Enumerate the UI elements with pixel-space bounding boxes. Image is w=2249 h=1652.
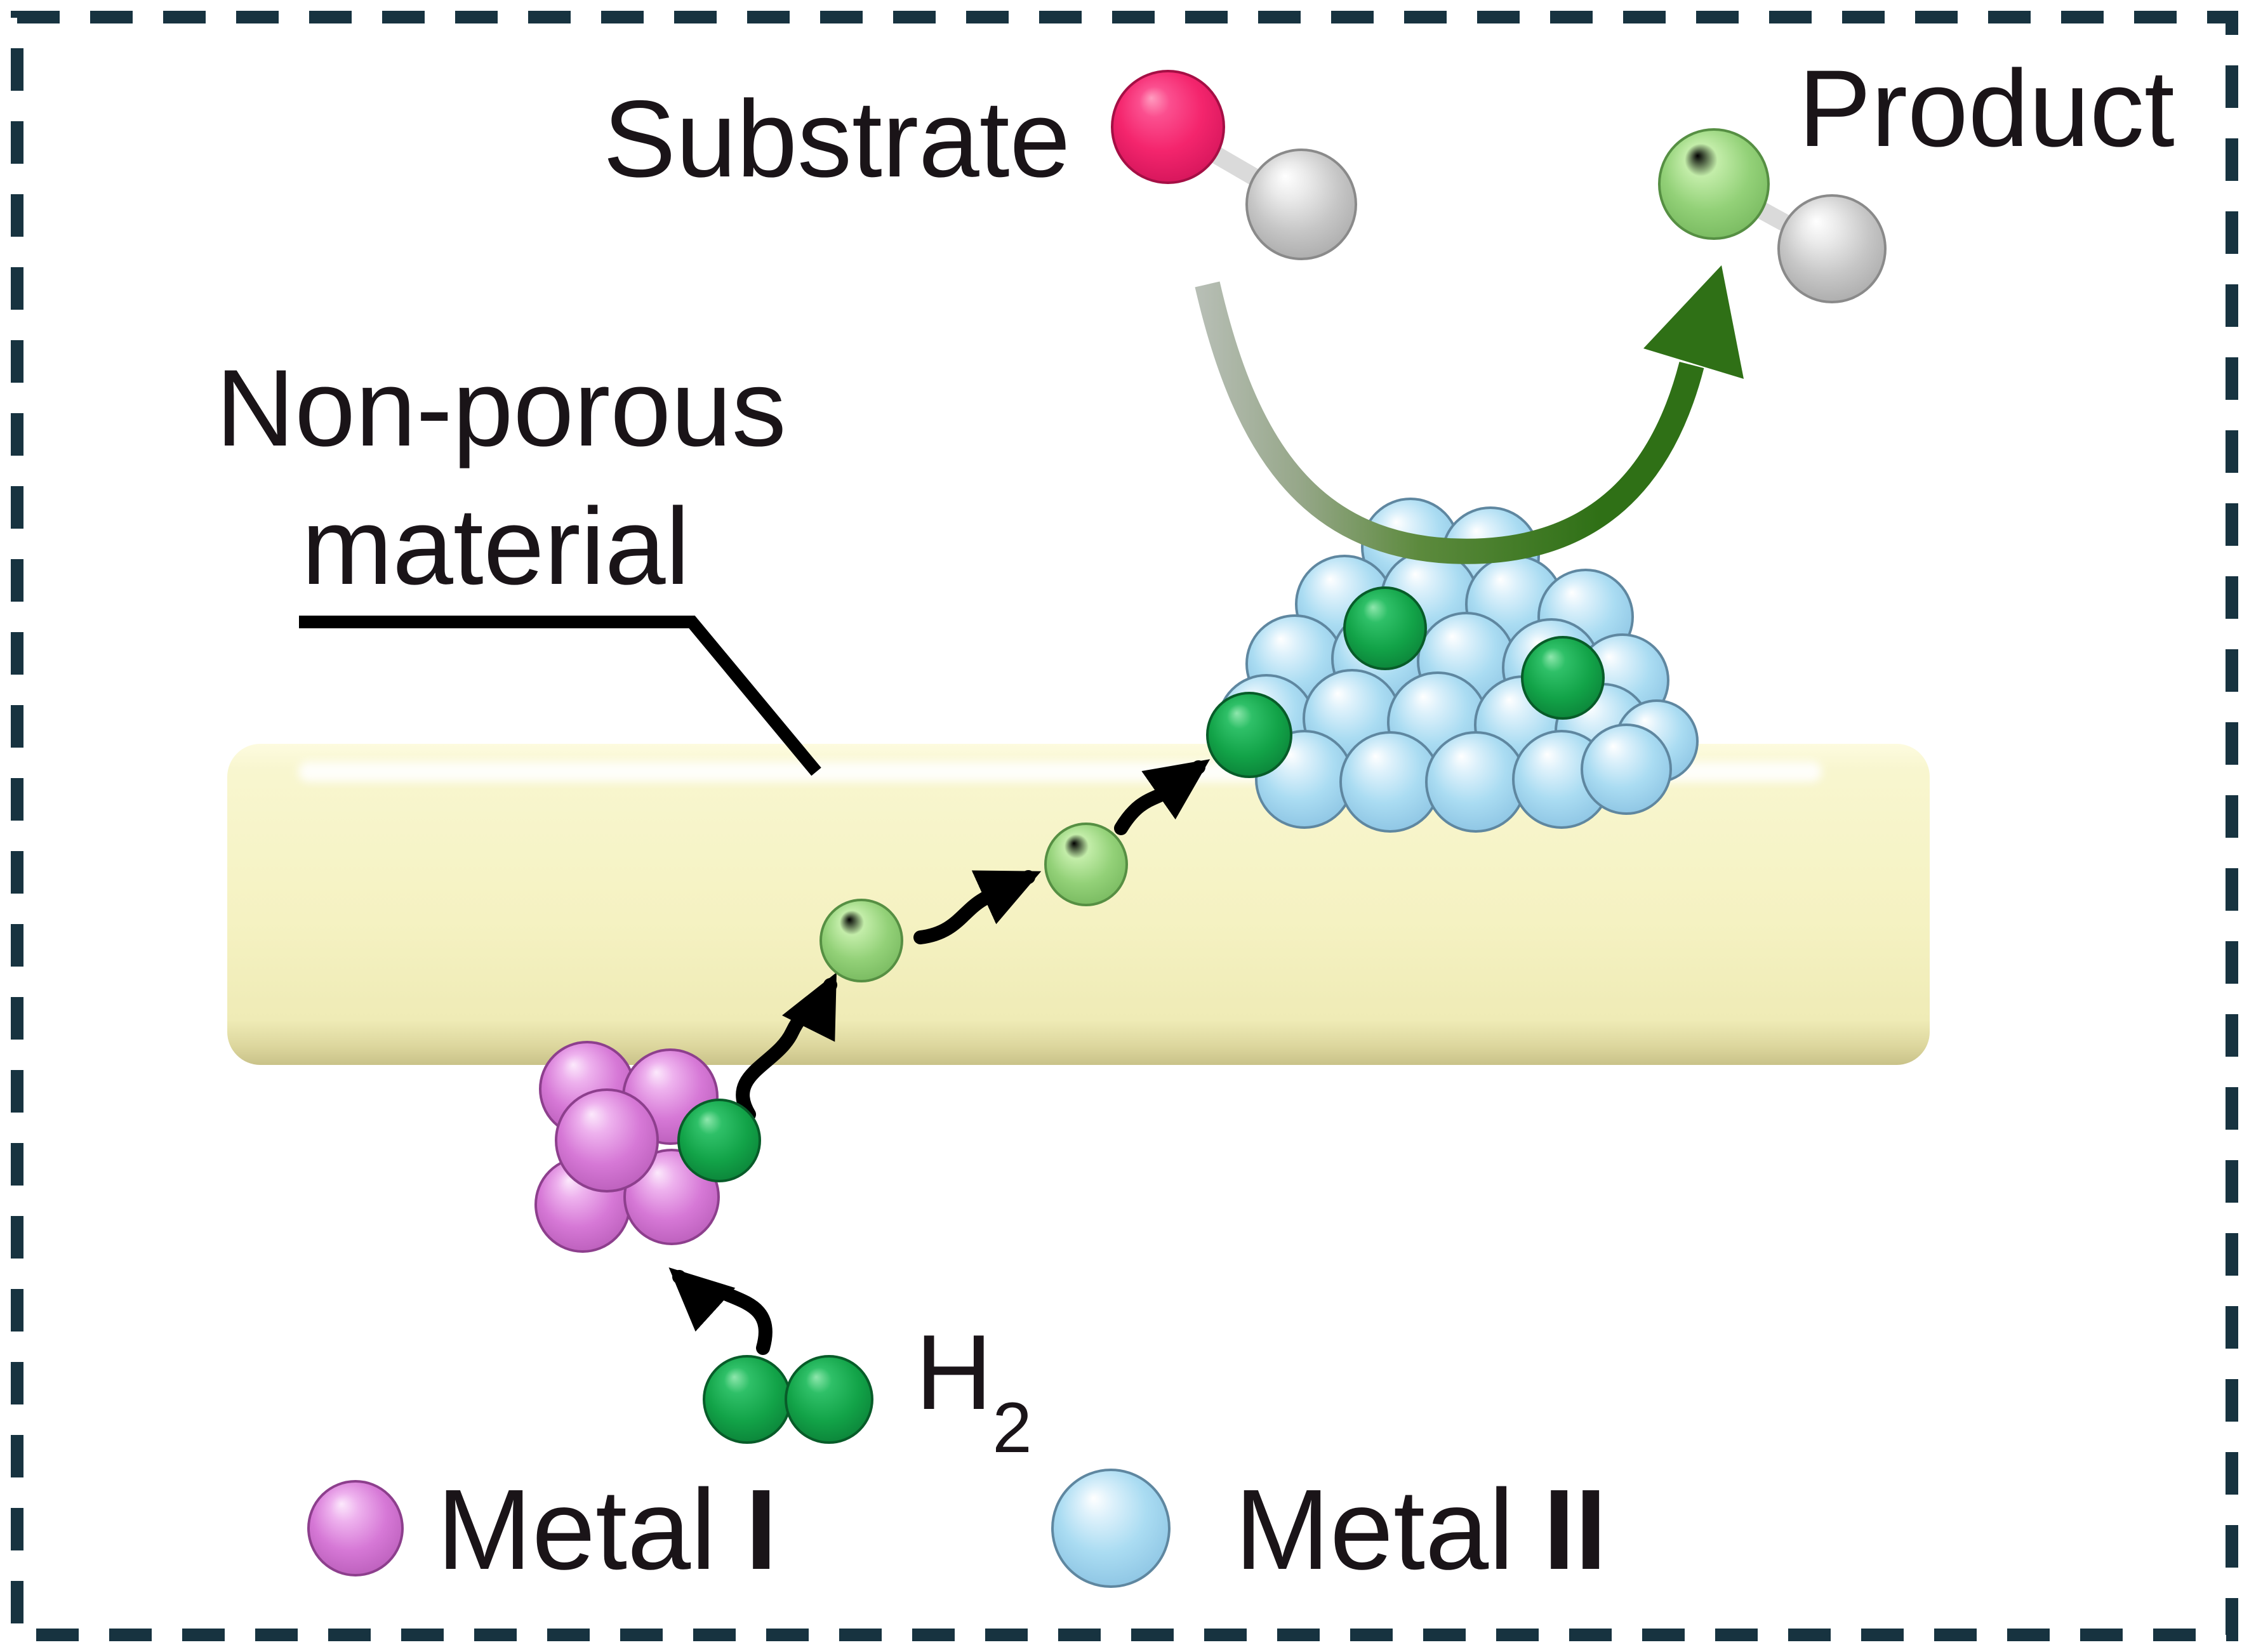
product-head-sphere: [1658, 128, 1770, 240]
support-leader-line: [299, 616, 821, 776]
legend-metal1-name: Metal: [437, 1466, 716, 1594]
hop-arrow: [736, 972, 837, 1121]
hop-arrow: [913, 870, 1042, 944]
dashed-border: [11, 11, 2238, 1641]
substrate-tail-sphere: [1245, 149, 1357, 260]
metal2-sphere: [1581, 724, 1672, 815]
adsorbed-h-sphere: [677, 1099, 761, 1182]
legend-metal2-numeral: II: [1543, 1466, 1607, 1594]
support-label-line2: material: [302, 486, 690, 607]
dissociation-arrow: [668, 1267, 773, 1355]
support-label-line1: Non-porous: [216, 347, 786, 469]
substrate-molecule: [1111, 70, 1357, 260]
h2-sphere: [785, 1355, 873, 1444]
embedded-h-sphere: [1521, 636, 1605, 720]
h2-symbol: H: [915, 1312, 992, 1432]
metal2-sphere: [1339, 731, 1441, 833]
metal1-sphere: [555, 1088, 659, 1193]
spillover-h-sphere: [819, 899, 903, 982]
reaction-arrow: [1195, 265, 1744, 564]
h2-molecule: [703, 1355, 873, 1444]
reaction-arrow-band: [1195, 281, 1704, 564]
legend-metal1-numeral: I: [745, 1466, 777, 1594]
legend-metal1-swatch: [307, 1480, 404, 1576]
substrate-label: Substrate: [603, 78, 1070, 200]
substrate-head-sphere: [1111, 70, 1225, 184]
product-molecule: [1658, 128, 1887, 303]
h2-sphere: [703, 1355, 792, 1444]
reaction-arrow-head: [1643, 265, 1744, 379]
metal2-sphere: [1425, 731, 1527, 833]
hop-arrow: [1114, 759, 1211, 835]
h2-subscript: 2: [992, 1388, 1032, 1467]
embedded-h-sphere: [1343, 586, 1427, 670]
spillover-h-sphere: [1044, 823, 1128, 906]
product-label: Product: [1798, 48, 2175, 169]
product-tail-sphere: [1777, 194, 1887, 303]
legend-metal2-name: Metal: [1235, 1466, 1514, 1594]
h2-label: H2: [915, 1312, 1032, 1467]
legend-metal2-swatch: [1051, 1469, 1171, 1588]
embedded-h-sphere: [1206, 692, 1292, 778]
